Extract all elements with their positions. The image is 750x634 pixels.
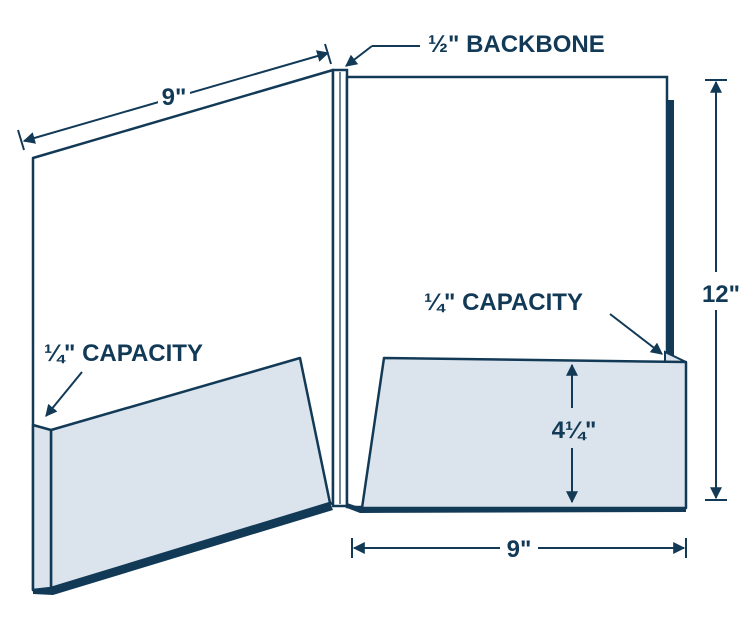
right-capacity-label: ¼" CAPACITY bbox=[424, 289, 583, 316]
right-capacity-callout: ¼" CAPACITY bbox=[424, 289, 663, 355]
right-pocket bbox=[347, 350, 688, 513]
left-width-label: 9" bbox=[162, 84, 187, 111]
left-capacity-callout: ¼" CAPACITY bbox=[44, 340, 203, 417]
height-dimension: 12" bbox=[702, 79, 740, 501]
backbone-label: ½" BACKBONE bbox=[428, 31, 605, 58]
bottom-width-label: 9" bbox=[507, 536, 532, 563]
left-capacity-label: ¼" CAPACITY bbox=[44, 340, 203, 367]
left-width-dimension: 9" bbox=[17, 43, 332, 151]
backbone-callout: ½" BACKBONE bbox=[345, 31, 605, 67]
backbone-spine bbox=[331, 68, 349, 508]
pocket-height-dimension: 4¼" bbox=[552, 363, 597, 504]
pocket-height-label: 4¼" bbox=[552, 417, 597, 444]
bottom-width-dimension: 9" bbox=[351, 536, 687, 563]
left-pocket bbox=[31, 356, 333, 595]
height-label: 12" bbox=[702, 281, 740, 308]
